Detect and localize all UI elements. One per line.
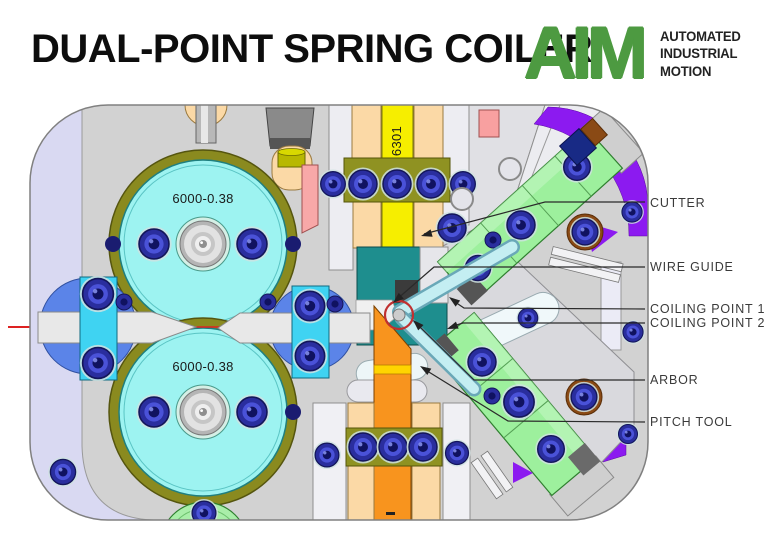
logo-line-1: AUTOMATED xyxy=(660,29,741,44)
callout-lines xyxy=(395,201,646,423)
arbor-tip xyxy=(392,308,406,322)
callout-wire-guide: WIRE GUIDE xyxy=(650,260,734,274)
arm-end-pin xyxy=(579,117,609,147)
top-roller-label: 6000-0.38 xyxy=(172,191,233,206)
machine-body-outline xyxy=(29,104,649,521)
coiling-point-highlight-circle xyxy=(383,299,415,331)
arm-end-block xyxy=(558,127,598,167)
coiling-point-rod-2 xyxy=(394,310,482,397)
callout-coiling-point-1: COILING POINT 1 xyxy=(650,302,765,316)
arm-slats xyxy=(470,450,514,500)
aim-logo: AIM xyxy=(524,13,648,94)
logo-line-3: MOTION xyxy=(660,63,712,79)
coiling-point-rod-1 xyxy=(392,239,520,320)
purple-pointer xyxy=(513,462,533,483)
callout-pitch-tool: PITCH TOOL xyxy=(650,415,733,429)
logo-line-2: INDUSTRIAL xyxy=(660,46,738,62)
page-title: DUAL-POINT SPRING COILER xyxy=(31,27,593,71)
pivot-bolt-lower xyxy=(565,378,603,416)
pink-shim xyxy=(301,164,319,234)
pitch-tool-band xyxy=(373,364,412,375)
pink-block xyxy=(478,109,500,138)
bottom-roller-label: 6000-0.38 xyxy=(172,359,233,374)
plate-hole-2 xyxy=(498,157,522,181)
callout-arrowheads xyxy=(393,229,461,376)
callout-cutter: CUTTER xyxy=(650,196,706,210)
top-feed-roller: 6000-0.38 xyxy=(105,149,301,339)
callout-arbor: ARBOR xyxy=(650,373,698,387)
aim-logo-text: AUTOMATED INDUSTRIAL MOTION xyxy=(660,28,741,80)
callout-coiling-point-2: COILING POINT 2 xyxy=(650,316,765,330)
wire-guide-plates xyxy=(548,246,624,283)
callout-labels: CUTTER WIRE GUIDE COILING POINT 1 COILIN… xyxy=(650,196,765,429)
cutter-tool-number: 6301 xyxy=(389,126,404,156)
plate-hole-1 xyxy=(450,187,474,211)
top-rod-highlight xyxy=(201,105,208,143)
pivot-bolt-upper xyxy=(566,213,604,251)
